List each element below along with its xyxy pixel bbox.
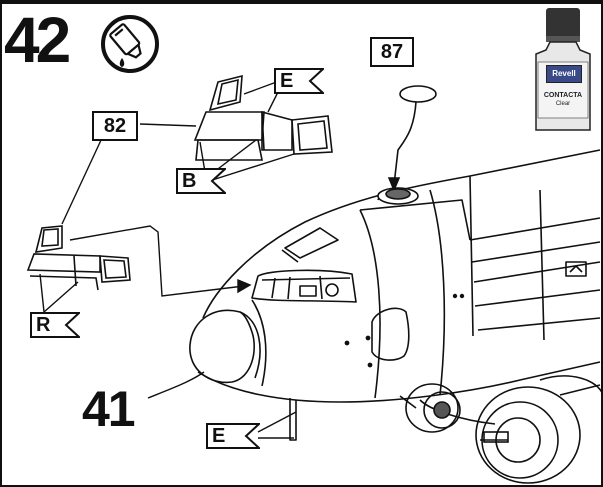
paint-variant: Clear <box>555 101 571 107</box>
part-87-shape <box>377 85 437 205</box>
window-parts-top <box>193 74 333 161</box>
sprue-flag-b: B <box>176 168 226 194</box>
part-number-82: 82 <box>92 111 138 141</box>
window-parts-side <box>26 225 131 291</box>
step-number: 42 <box>4 4 71 76</box>
glue-tube-icon <box>101 15 159 73</box>
sprue-label: E <box>212 425 226 447</box>
sprue-flag-r: R <box>30 312 80 338</box>
paint-product: CONTACTA <box>543 92 583 99</box>
sprue-label: E <box>280 70 294 92</box>
assembly-number: 41 <box>82 381 136 437</box>
paint-brand: Revell <box>546 65 582 83</box>
leader-lines <box>39 79 297 439</box>
fuselage <box>189 149 601 441</box>
sprue-flag-e-top: E <box>274 68 324 94</box>
part-number-87: 87 <box>370 37 414 67</box>
sprue-label: R <box>36 314 51 336</box>
sprue-label: B <box>182 170 197 192</box>
landing-gear <box>399 383 461 433</box>
sprue-flag-e-bottom: E <box>206 423 260 449</box>
engine-nacelle <box>475 375 603 484</box>
